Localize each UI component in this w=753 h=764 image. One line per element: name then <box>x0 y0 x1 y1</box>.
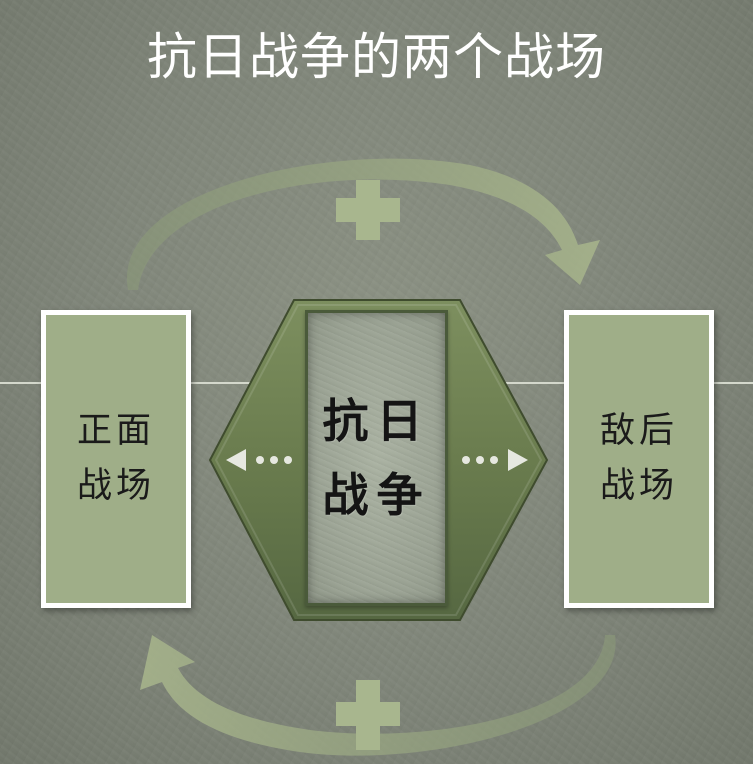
right-arrow-icon <box>462 449 528 471</box>
frontal-battlefield-label: 正面战场 <box>76 411 155 506</box>
bottom-curved-arrow-icon <box>140 635 616 756</box>
top-curved-arrow-icon <box>126 158 600 290</box>
frontal-battlefield-box: 正面战场 <box>41 310 191 608</box>
enemy-rear-battlefield-box: 敌后战场 <box>564 310 714 608</box>
anti-japanese-war-stone: 抗日战争 <box>305 310 448 606</box>
center-hexagon-inner-edge <box>214 304 543 616</box>
anti-japanese-war-label: 抗日战争 <box>322 394 431 522</box>
enemy-rear-battlefield-label: 敌后战场 <box>599 411 678 506</box>
top-plus-icon <box>336 180 400 240</box>
bottom-plus-icon <box>336 680 400 750</box>
left-arrow-icon <box>226 449 292 471</box>
page-title: 抗日战争的两个战场 <box>147 28 606 86</box>
